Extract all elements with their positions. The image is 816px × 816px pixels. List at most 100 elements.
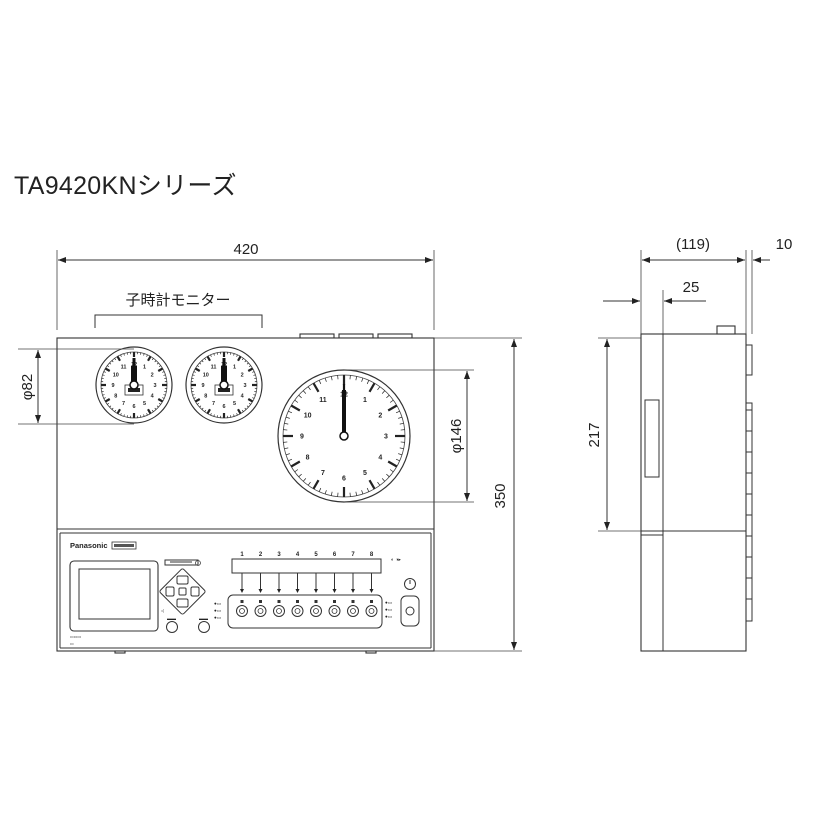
small-clock-right-tick xyxy=(194,367,201,372)
circuit-arrow xyxy=(369,589,374,593)
large-clock-numeral: 5 xyxy=(363,470,367,477)
circuit-button-inner xyxy=(350,608,356,614)
circuit-lamp xyxy=(259,600,262,603)
svg-text:▭▭▭: ▭▭▭ xyxy=(70,634,82,639)
small-clock-right-numeral: 3 xyxy=(243,383,246,389)
large-clock-tick xyxy=(312,382,320,393)
small-clock-right-tick xyxy=(213,353,215,356)
small-clock-right-numeral: 11 xyxy=(211,365,217,371)
small-clock-right-tick xyxy=(199,405,202,408)
large-clock-numeral: 6 xyxy=(342,475,346,482)
lcd-screen-frame xyxy=(69,560,159,632)
large-clock-tick xyxy=(318,487,322,492)
large-clock-tick xyxy=(368,382,376,393)
small-clock-right-numeral: 1 xyxy=(233,365,236,371)
slave-clock-monitor-callout: 子時計モニター xyxy=(94,292,263,328)
large-clock-numeral: 2 xyxy=(378,412,382,419)
small-clock-right-tick xyxy=(252,397,255,399)
svg-text:●▭: ●▭ xyxy=(385,614,392,619)
large-clock-tick xyxy=(318,380,322,385)
small-clock-right-tick xyxy=(201,360,204,363)
small-clock-left-tick xyxy=(147,355,152,362)
large-clock-tick xyxy=(324,377,327,382)
large-clock-tick xyxy=(399,447,404,450)
large-clock-tick xyxy=(285,453,290,456)
large-clock-tick xyxy=(288,458,293,462)
small-clock-right-numeral: 8 xyxy=(204,393,207,399)
circuit-arrow xyxy=(258,589,263,593)
small-clock-left-tick xyxy=(120,354,122,357)
small-clock-right-tick xyxy=(246,362,249,365)
small-clock-left-tick xyxy=(163,394,166,396)
svg-text:●▭: ●▭ xyxy=(214,601,221,606)
small-clock-diameter: φ82 xyxy=(18,348,134,425)
side-body xyxy=(640,333,747,652)
circuit-button-inner xyxy=(294,608,301,614)
large-clock-tick xyxy=(398,453,403,456)
svg-text:●▭: ●▭ xyxy=(385,600,392,605)
small-clock-left-tick xyxy=(116,355,121,362)
small-clock-left-tick xyxy=(143,414,145,417)
large-clock-tick xyxy=(398,416,403,419)
small-clock-left-tick xyxy=(102,394,105,396)
height-label: 350 xyxy=(492,483,509,508)
circuit-button xyxy=(365,605,378,617)
small-clock-left-tick xyxy=(111,407,114,410)
svg-text:▬▬: ▬▬ xyxy=(199,616,209,621)
large-clock-tick xyxy=(368,479,376,490)
large-clock-tick xyxy=(381,478,386,482)
large-clock-numeral: 3 xyxy=(384,433,388,440)
small-clock-right-tick xyxy=(237,355,242,362)
small-clock-left-tick xyxy=(123,414,125,417)
control-panel: Panasonic ▭▭▭ ▭ ◁ ▬▬ ▬▬ xyxy=(69,541,420,646)
small-clock-right-tick xyxy=(247,367,254,372)
small-clock-left-tick xyxy=(154,407,157,410)
circuit-lamp xyxy=(277,600,281,603)
circuit-arrow xyxy=(295,589,300,593)
large-clock-tick xyxy=(389,469,394,473)
small-clock-left: 121234567891011 xyxy=(95,346,173,424)
small-clock-left-tick xyxy=(109,362,112,365)
large-clock-tick xyxy=(361,490,364,495)
dpad: ◁ xyxy=(159,568,206,615)
small-clock-right-tick xyxy=(252,371,255,373)
circuit-number: 2 xyxy=(259,552,263,558)
front-view: 121234567891011 121234567891011 12123456… xyxy=(56,333,435,654)
page-title: TA9420KNシリーズ xyxy=(14,172,237,200)
large-clock-numeral: 9 xyxy=(300,433,304,440)
small-clock-left-tick xyxy=(157,398,164,403)
large-clock-tick xyxy=(312,479,320,490)
small-clock-right-tick xyxy=(206,355,211,362)
small-clock-right-tick xyxy=(210,413,212,416)
small-clock-left-tick xyxy=(162,371,165,373)
small-clock-right-numeral: 6 xyxy=(222,404,225,410)
small-clock-left-numeral: 8 xyxy=(114,393,117,399)
circuit-number: 6 xyxy=(333,552,337,558)
small-clock-right-numeral: 2 xyxy=(241,372,244,378)
circuit-button-inner xyxy=(239,608,245,614)
small-clock-left-numeral: 5 xyxy=(143,401,146,407)
side-height-label: 217 xyxy=(586,422,603,447)
svg-text:◐ ◑▸: ◐ ◑▸ xyxy=(391,557,401,563)
small-clock-left-tick xyxy=(146,413,148,416)
circuit-button-inner xyxy=(276,608,282,614)
small-clock-left-tick xyxy=(114,409,117,412)
small-clock-left-numeral: 10 xyxy=(113,372,119,378)
small-clock-left-tick xyxy=(103,397,106,399)
small-clock-left-tick xyxy=(156,405,159,408)
small-clock-right-tick xyxy=(237,408,242,415)
circuit-button xyxy=(347,605,359,617)
svg-text:●▭: ●▭ xyxy=(214,615,221,620)
large-clock-tick xyxy=(302,390,307,394)
large-clock-tick xyxy=(395,458,400,462)
large-clock-numeral: 10 xyxy=(304,412,312,419)
small-clock-right-tick xyxy=(199,362,202,365)
small-clock-left-tick xyxy=(151,358,154,361)
large-clock-tick xyxy=(355,491,358,496)
small-clock-right-tick xyxy=(197,402,200,405)
svg-text:◁: ◁ xyxy=(160,608,164,613)
small-clock-right-tick xyxy=(193,397,196,399)
large-clock-numeral: 11 xyxy=(319,397,327,404)
large-clock-numeral: 1 xyxy=(363,397,367,404)
circuit-lamp xyxy=(370,600,373,603)
